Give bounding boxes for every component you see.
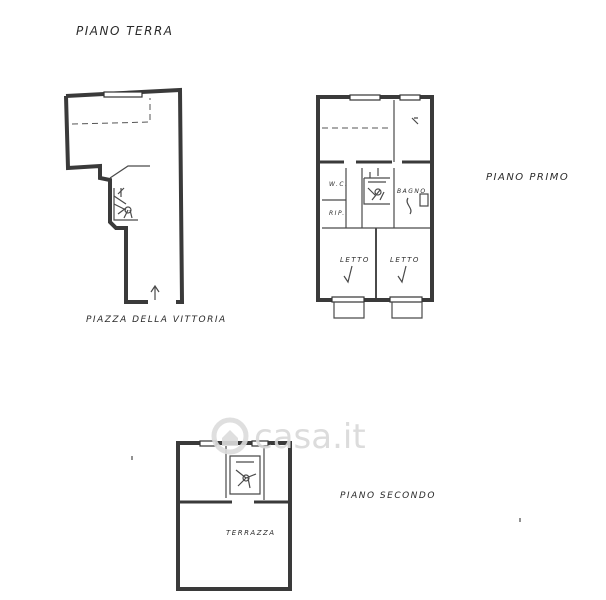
watermark-text: casa.it — [254, 417, 366, 457]
first-floor-window-bottom-1 — [331, 296, 365, 303]
bagno-label: BAGNO — [397, 188, 427, 195]
stray-marks — [131, 456, 521, 522]
rip-label: RIP. — [329, 210, 346, 217]
wc-label: W.C. — [329, 181, 348, 188]
casa-house-logo-icon — [211, 417, 249, 455]
second-floor-outer-wall — [176, 441, 292, 591]
first-floor-service-partitions — [345, 168, 395, 228]
watermark: casa.it — [211, 417, 366, 457]
piano-secondo-title: PIANO SECONDO — [340, 491, 436, 501]
letto-right-label: LETTO — [390, 256, 420, 264]
piano-terra-title: PIANO TERRA — [76, 24, 174, 38]
ground-floor-dashed-mezzanine — [71, 98, 151, 125]
first-floor-stair — [363, 168, 390, 205]
letto-left-label: LETTO — [340, 256, 370, 264]
letto-left-mark — [343, 265, 353, 284]
first-floor-balconies — [333, 302, 423, 319]
bagno-fixture — [406, 197, 412, 215]
piano-primo-title: PIANO PRIMO — [486, 172, 569, 183]
first-floor-window-top-1 — [349, 94, 381, 101]
ground-floor-partition — [109, 165, 150, 179]
second-floor-stair — [229, 455, 261, 495]
first-floor-window-bottom-2 — [389, 296, 423, 303]
piazza-label: PIAZZA DELLA VITTORIA — [86, 315, 227, 325]
ground-floor-plan — [64, 87, 185, 304]
second-floor-stair-walls — [225, 446, 265, 500]
ground-floor-window — [103, 91, 143, 98]
ground-floor-entrance-arrow — [150, 284, 160, 300]
first-floor-mark — [411, 117, 419, 125]
first-floor-window-top-2 — [399, 94, 421, 101]
ground-floor-left-wall — [64, 95, 148, 304]
bagno-tub — [419, 193, 429, 207]
letto-right-mark — [397, 265, 407, 284]
terrazza-label: TERRAZZA — [226, 529, 276, 537]
ground-floor-spiral-stair — [113, 187, 138, 221]
second-floor-window-2 — [251, 440, 269, 447]
second-floor-plan — [176, 440, 292, 591]
first-floor-plan — [316, 94, 434, 319]
